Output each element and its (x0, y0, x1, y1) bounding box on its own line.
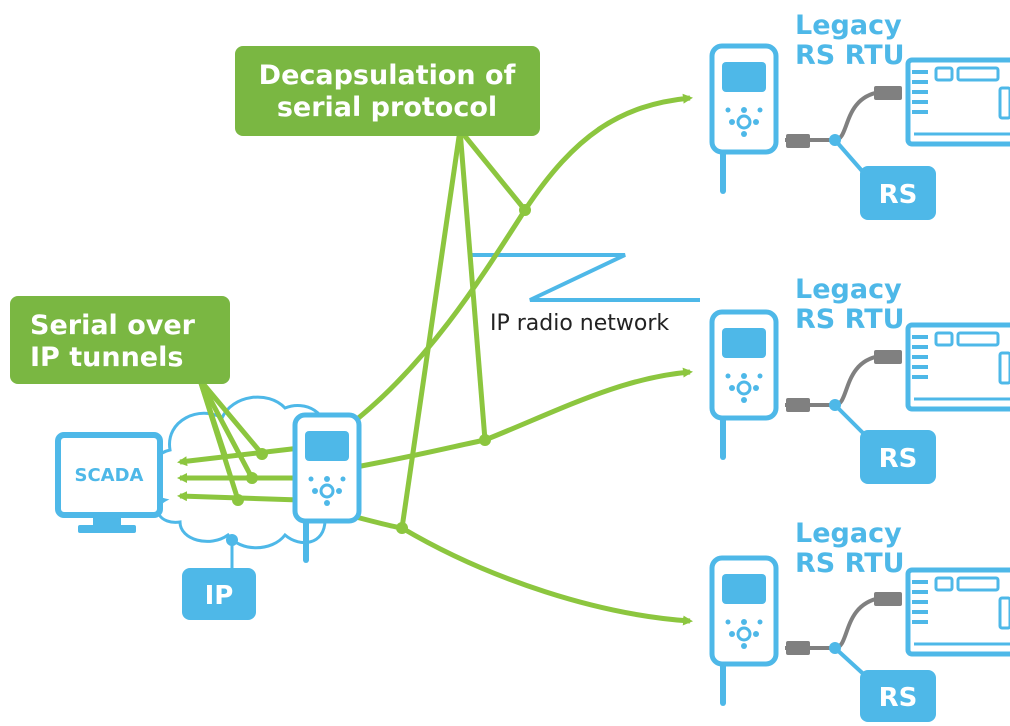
rs-port-box (860, 430, 936, 484)
scada-monitor-icon (55, 432, 163, 533)
rs-port-label: RS (879, 180, 918, 210)
rtu-device-icon (908, 325, 1010, 409)
ip-label: IP (205, 581, 234, 611)
scada-label: SCADA (75, 465, 144, 486)
ip-radio-network-label: IP radio network (490, 311, 669, 336)
rtu-radio-icon (712, 558, 776, 706)
serial-tunnels-label-line1: Serial over (30, 310, 196, 341)
rtu-title-line2: RS RTU (795, 548, 905, 579)
rtu-title-line1: Legacy (795, 274, 902, 305)
rtu-title-line1: Legacy (795, 10, 902, 41)
rtu-title-line2: RS RTU (795, 304, 905, 335)
serial-tunnels-box (10, 296, 230, 384)
rs-port-box (860, 166, 936, 220)
rs-port-label: RS (879, 683, 918, 713)
central-radio-icon (295, 415, 359, 563)
ip-box (182, 568, 256, 620)
rs-port-label: RS (879, 444, 918, 474)
decapsulation-box (235, 46, 540, 136)
radio-network-zigzag-icon (470, 253, 700, 302)
decapsulation-label-line2: serial protocol (277, 92, 497, 123)
rtu-title-line2: RS RTU (795, 40, 905, 71)
rtu-device-icon (908, 60, 1010, 144)
rtu-group-1: Legacy RS RTU RS (712, 10, 1010, 220)
rtu-radio-icon (712, 312, 776, 460)
rtu-title-line1: Legacy (795, 518, 902, 549)
serial-tunnels-label-line2: IP tunnels (30, 342, 183, 373)
rs-port-box (860, 670, 936, 722)
decapsulation-label-line1: Decapsulation of (259, 60, 516, 91)
rtu-radio-icon (712, 46, 776, 194)
rtu-group-3: Legacy RS RTU RS (712, 518, 1010, 722)
rtu-group-2: Legacy RS RTU RS (712, 274, 1010, 484)
rtu-device-icon (908, 570, 1010, 654)
